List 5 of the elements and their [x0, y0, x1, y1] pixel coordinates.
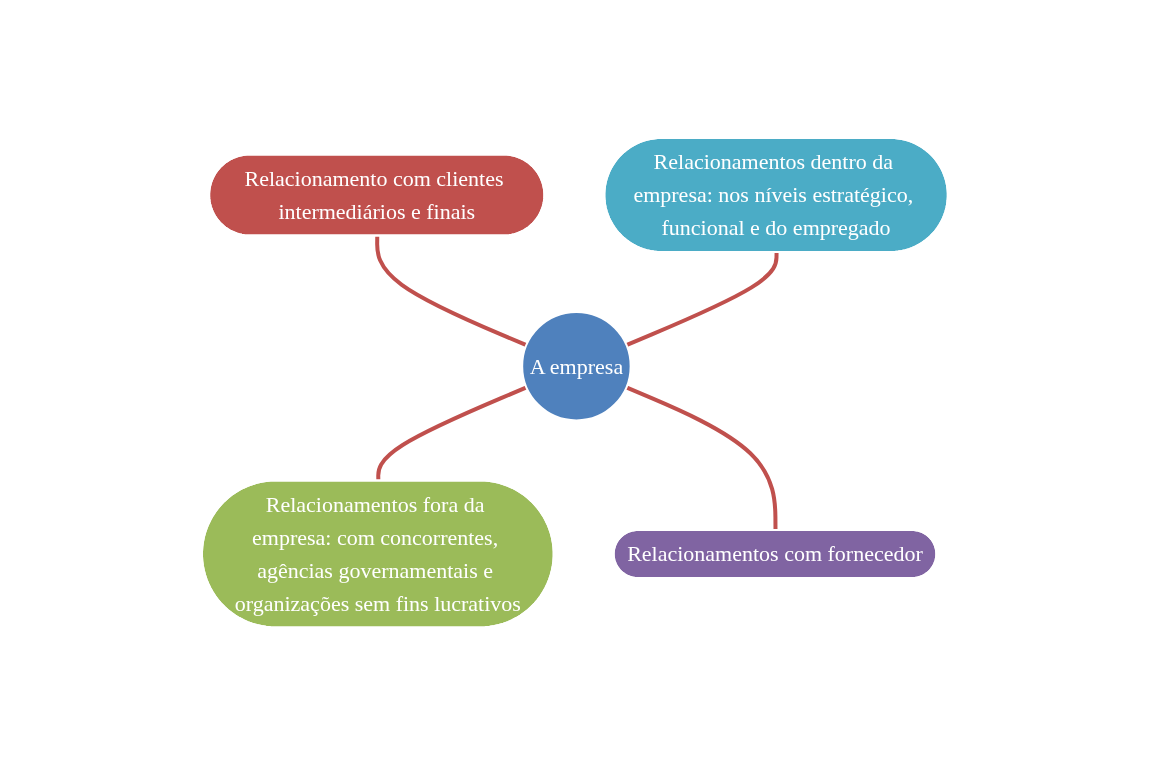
node-circle: A empresa: [521, 310, 632, 422]
connector: [375, 235, 528, 347]
connector: [625, 252, 779, 347]
connector: [376, 385, 528, 481]
connector: [625, 385, 778, 531]
